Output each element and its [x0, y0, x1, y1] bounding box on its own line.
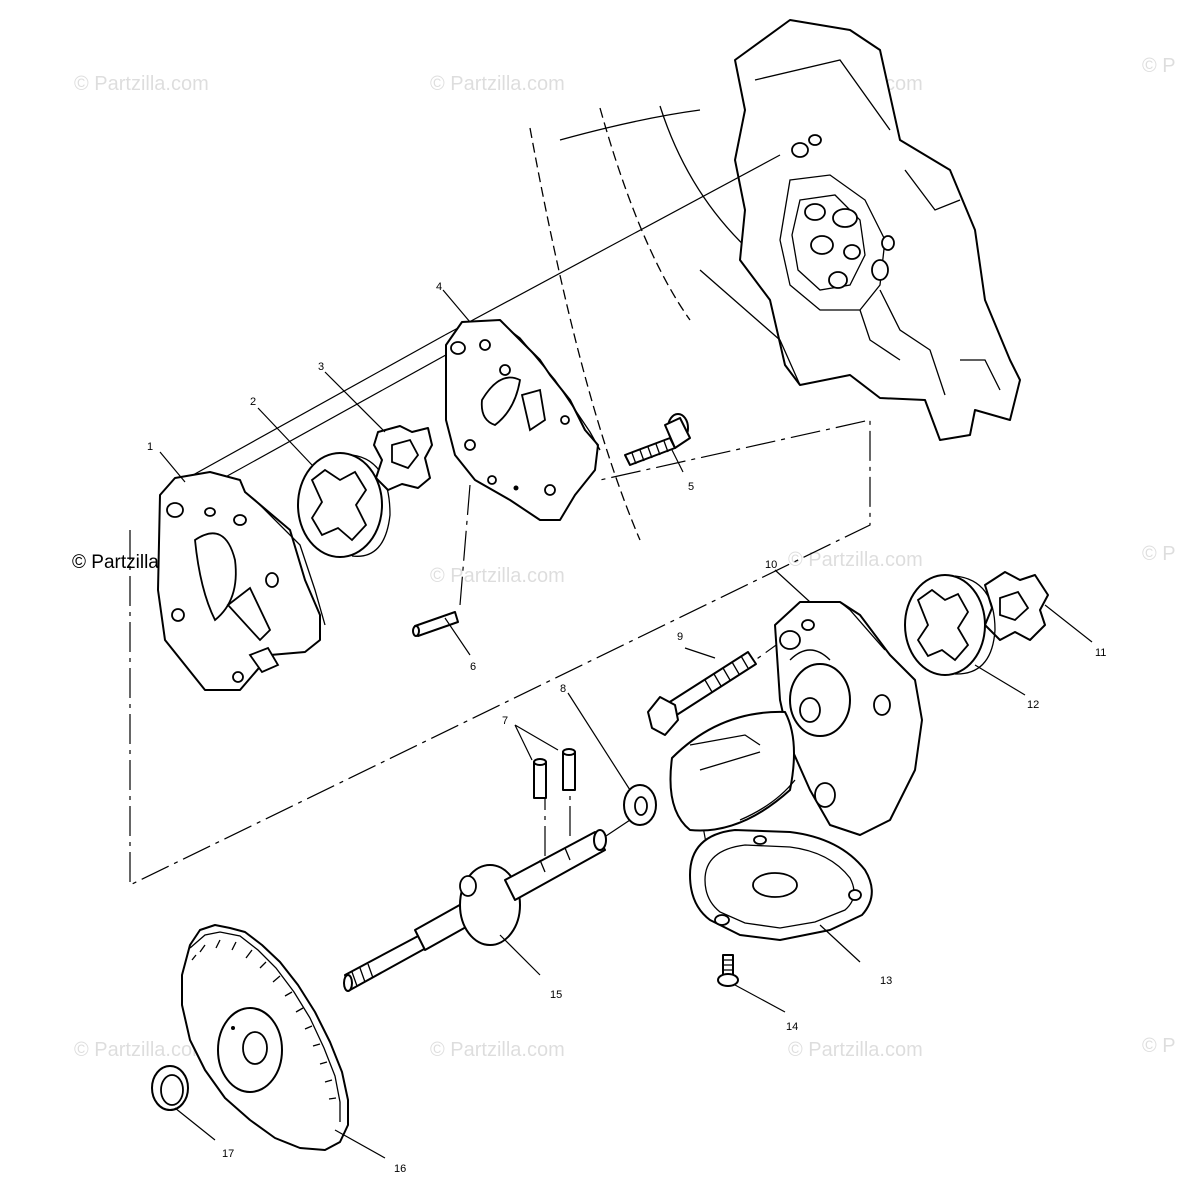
watermark: © Partzilla.com: [430, 565, 565, 587]
watermark: © Partzilla.com: [430, 1039, 565, 1061]
callout-16: 16: [394, 1163, 406, 1175]
callout-13: 13: [880, 975, 892, 987]
part-2-outer-rotor: [297, 452, 391, 558]
callout-15: 15: [550, 989, 562, 1001]
part-7-pins: [533, 748, 576, 799]
callout-9: 9: [677, 631, 683, 643]
part-3-inner-rotor: [373, 425, 433, 491]
callout-4: 4: [436, 281, 442, 293]
watermark: © Partzilla.com: [430, 73, 565, 95]
watermark: © Partzilla.com: [788, 1039, 923, 1061]
callout-6: 6: [470, 661, 476, 673]
callout-5: 5: [688, 481, 694, 493]
callout-1: 1: [147, 441, 153, 453]
part-16-gear: [181, 924, 349, 1151]
watermark: © Partzilla.com: [74, 73, 209, 95]
callout-labels: 1 2 3 4 5 6 7 8 9 10 11 12 13 14 15 16 1…: [147, 281, 1106, 1175]
watermark: © Partzilla.com: [788, 549, 923, 571]
watermark: © P: [1142, 1035, 1176, 1057]
callout-14: 14: [786, 1021, 798, 1033]
part-14-screw: [717, 954, 739, 987]
callout-leaders: [159, 289, 1093, 1159]
oil-screen-housing: [669, 710, 796, 832]
part-4-plate: [445, 319, 601, 521]
part-8-washer: [623, 784, 657, 826]
part-12-outer-rotor: [904, 574, 996, 676]
part-15-shaft: [343, 829, 607, 992]
callout-11: 11: [1095, 647, 1106, 659]
watermark: © P: [1142, 543, 1176, 565]
callout-3: 3: [318, 361, 324, 373]
callout-2: 2: [250, 396, 256, 408]
engine-case: [529, 19, 1021, 541]
callout-7: 7: [502, 715, 508, 727]
part-13-cover-plate: [689, 829, 873, 941]
part-10-pump-housing: [774, 601, 923, 836]
watermark: © P: [1142, 55, 1176, 77]
part-5-screw: [624, 413, 691, 466]
part-9-bolt: [647, 651, 757, 736]
callout-8: 8: [560, 683, 566, 695]
watermark: © Partzilla.com: [74, 1039, 209, 1061]
callout-17: 17: [222, 1148, 234, 1160]
callout-12: 12: [1027, 699, 1039, 711]
part-1-pump-body: [157, 471, 326, 691]
part-6-dowel-pin: [412, 611, 459, 637]
part-17-oring: [151, 1065, 189, 1111]
callout-10: 10: [765, 559, 777, 571]
